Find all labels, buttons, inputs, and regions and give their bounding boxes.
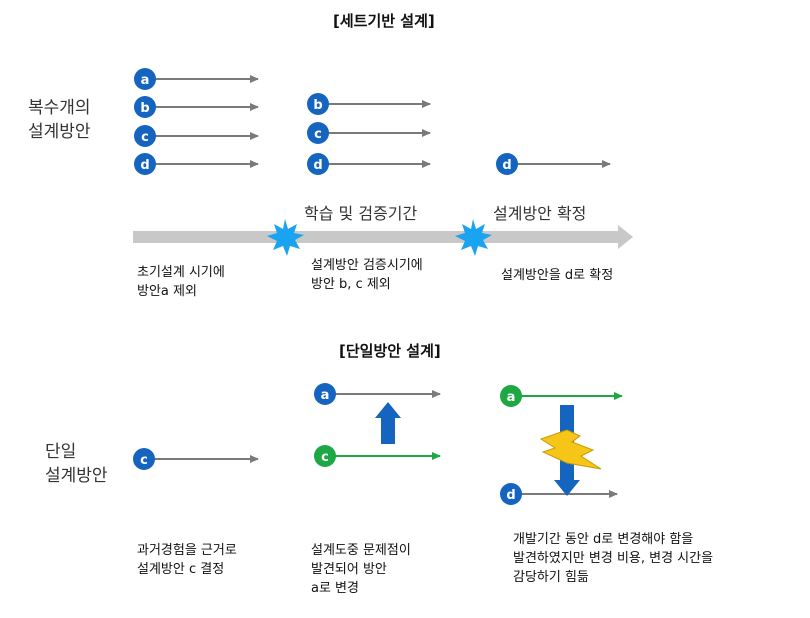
badge-a-single-col2 [314,383,336,405]
set-col2: b c d [307,93,431,175]
badge-d-single-col3 [500,483,522,505]
note-problem-found: 설계도중 문제점이 발견되어 방안 a로 변경 [311,543,411,596]
badge-label-c-single-col2: c [321,450,329,465]
set-col3: d [496,153,611,175]
phase-label-verification: 학습 및 검증기간 [304,204,418,223]
badge-c-single [133,448,155,470]
badge-c-col1 [134,125,156,147]
lightning-icon [539,429,602,470]
badge-label-d-col1: d [140,158,149,173]
badge-c-col2 [307,122,329,144]
badge-label-c-col1: c [141,130,149,145]
single-side-label: 단일 설계방안 [45,442,108,486]
badge-label-c-col2: c [314,127,322,142]
set-based-side-label: 복수개의 설계방안 [28,98,91,142]
note-confirm: 설계방안을 d로 확정 [501,268,614,283]
badge-d-col3 [496,153,518,175]
single-col3: a d [500,385,623,505]
badge-label-a-single-col2: a [321,388,330,403]
note-verification: 설계방안 검증시기에 방안 b, c 제외 [311,258,423,292]
badge-label-b-col1: b [140,101,149,116]
set-col1: a b c d [134,68,259,175]
set-based-title: [세트기반 설계] [333,12,435,30]
badge-label-b-col2: b [313,98,322,113]
switch-up-arrow [375,402,401,444]
single-col1: c [133,448,259,470]
burst-icon-2 [455,219,492,256]
note-past-experience: 과거경험을 근거로 설계방안 c 결정 [137,543,237,577]
single-col2: a c [314,383,441,467]
timeline-arrow [133,225,633,249]
badge-d-col1 [134,153,156,175]
badge-label-c-single: c [140,453,148,468]
badge-a-single-col3 [500,385,522,407]
badge-b-col1 [134,96,156,118]
badge-b-col2 [307,93,329,115]
note-change-cost: 개발기간 동안 d로 변경해야 함을 발견하였지만 변경 비용, 변경 시간을 … [513,532,714,585]
badge-label-a-col1: a [141,73,150,88]
badge-label-d-single-col3: d [506,488,515,503]
note-initial-design: 초기설계 시기에 방안a 제외 [137,265,225,299]
badge-label-a-single-col3: a [507,390,516,405]
badge-c-single-col2 [314,445,336,467]
burst-icon-1 [267,219,304,256]
phase-label-confirm: 설계방안 확정 [493,204,587,223]
badge-d-col2 [307,153,329,175]
badge-a-col1 [134,68,156,90]
badge-label-d-col3: d [502,158,511,173]
badge-label-d-col2: d [313,158,322,173]
single-design-title: [단일방안 설계] [339,342,441,360]
